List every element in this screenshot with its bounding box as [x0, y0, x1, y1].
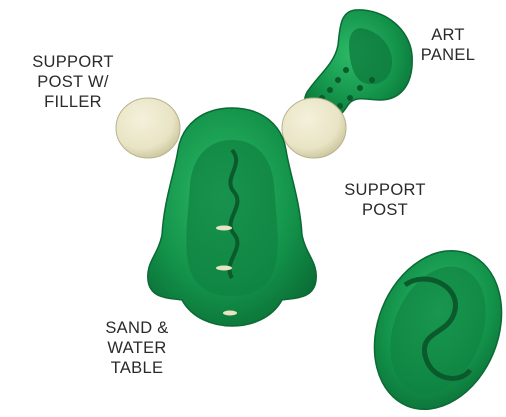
- label-line: SAND &: [82, 318, 192, 338]
- label-line: ART: [408, 25, 488, 45]
- label-art-panel: ART PANEL: [408, 25, 488, 65]
- label-line: TABLE: [82, 358, 192, 378]
- label-sand-water-table: SAND & WATER TABLE: [82, 318, 192, 378]
- label-line: FILLER: [14, 92, 132, 112]
- label-line: SUPPORT: [14, 52, 132, 72]
- label-line: POST W/: [14, 72, 132, 92]
- label-line: POST: [330, 200, 440, 220]
- label-line: SUPPORT: [330, 180, 440, 200]
- support-filler-disc-right: [282, 98, 346, 158]
- label-line: PANEL: [408, 45, 488, 65]
- label-support-post-filler: SUPPORT POST W/ FILLER: [14, 52, 132, 112]
- label-line: WATER: [82, 338, 192, 358]
- label-support-post: SUPPORT POST: [330, 180, 440, 220]
- support-post-part: [352, 231, 506, 417]
